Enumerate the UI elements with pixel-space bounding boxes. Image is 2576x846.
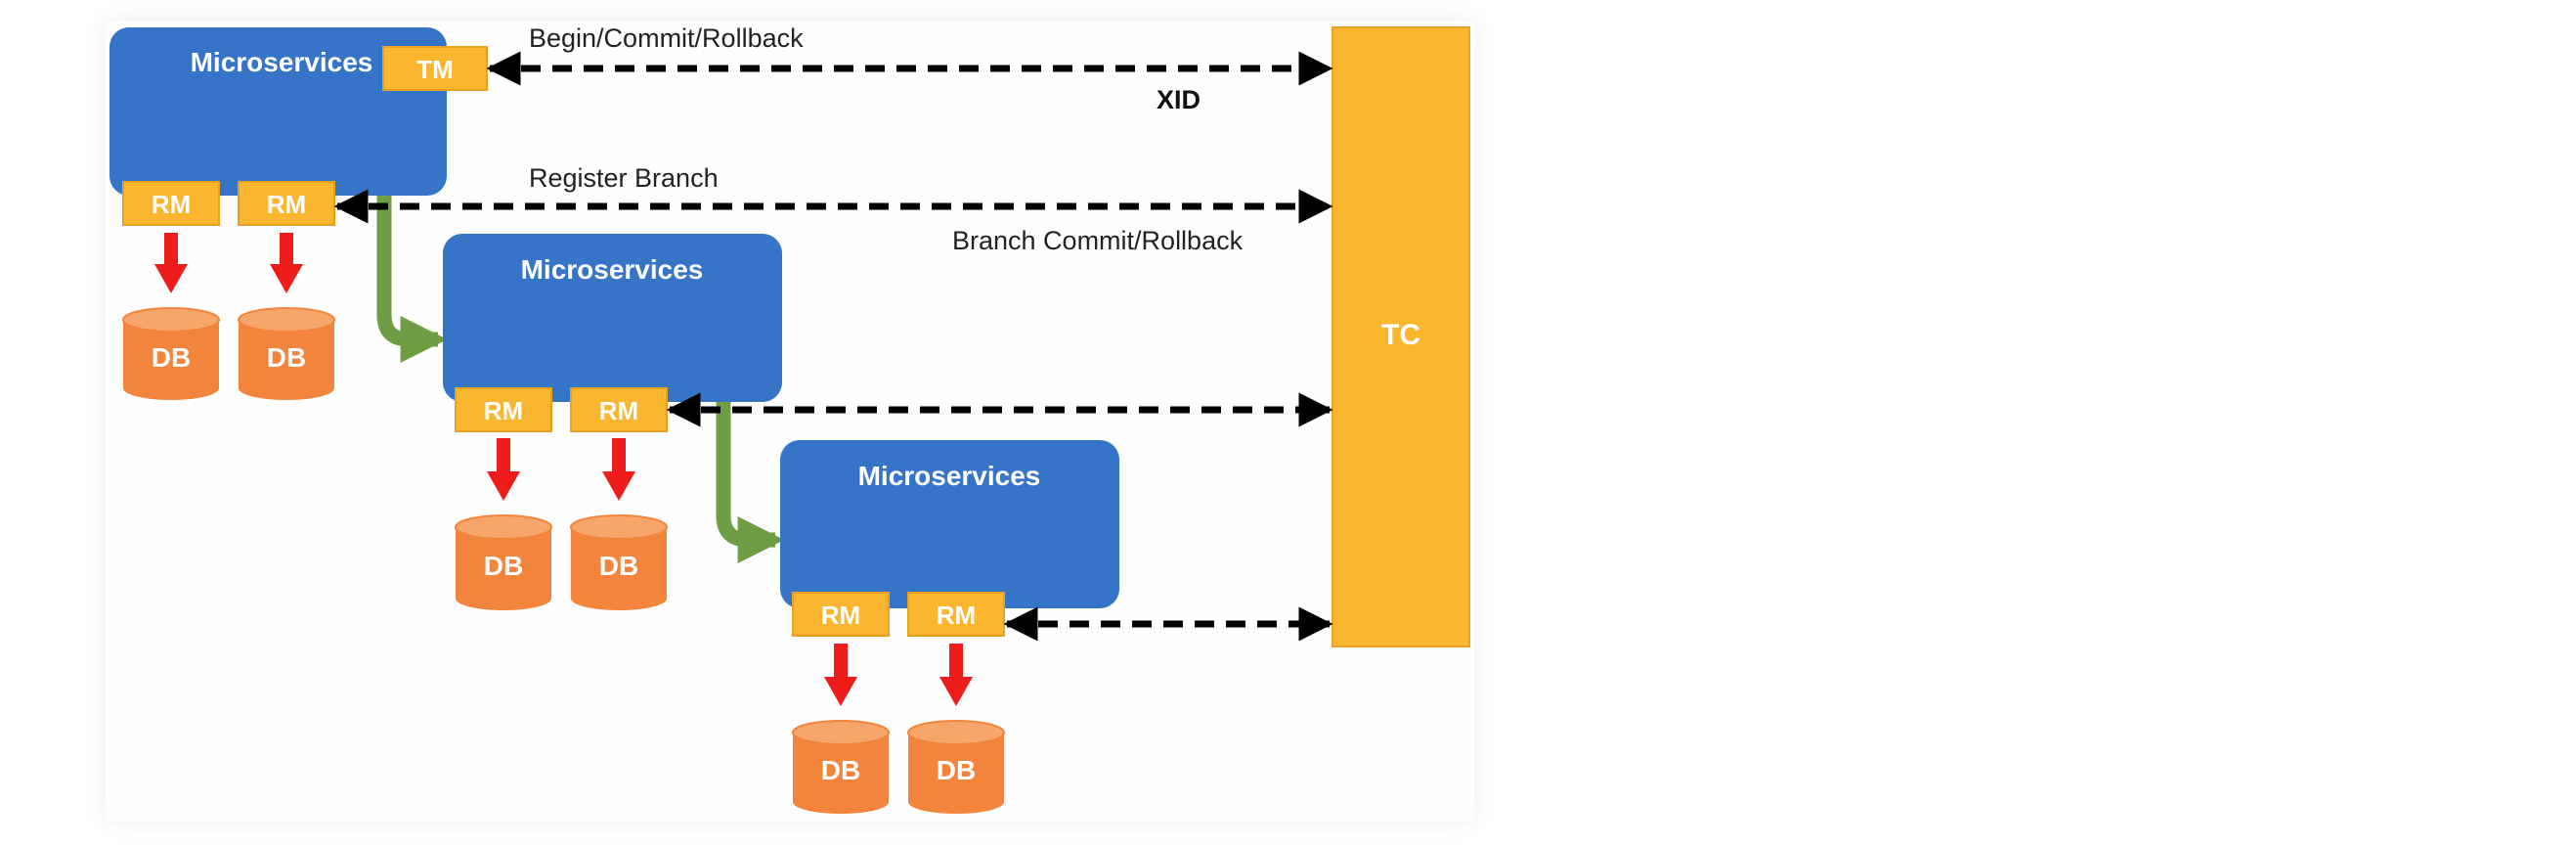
rm-box-3b xyxy=(907,592,1005,637)
db-cylinder-2b xyxy=(570,514,668,610)
red-arrow-3a xyxy=(824,644,857,706)
service-box-1 xyxy=(109,27,447,196)
db-cylinder-2a xyxy=(455,514,552,610)
rm-label-3b: RM xyxy=(937,601,976,630)
db-cylinder-3a xyxy=(792,720,890,814)
rm-label-2b: RM xyxy=(599,396,638,425)
rm-label-3a: RM xyxy=(821,601,860,630)
figure-panel: TC Microservices TM RM RM Microservices … xyxy=(106,22,1474,822)
flow-arrow-1 xyxy=(376,176,448,364)
begin-commit-rollback-label: Begin/Commit/Rollback xyxy=(529,23,804,53)
rm-label-2a: RM xyxy=(484,396,523,425)
tc-label: TC xyxy=(1381,319,1420,351)
rm-box-1b xyxy=(238,181,335,226)
register-branch-label: Register Branch xyxy=(529,163,719,193)
db-label-2a: DB xyxy=(484,551,523,581)
service-label-1: Microservices xyxy=(191,47,373,77)
tc-box xyxy=(1332,26,1470,647)
tm-label: TM xyxy=(416,55,454,84)
rm-box-1a xyxy=(122,181,220,226)
branch-commit-rollback-label: Branch Commit/Rollback xyxy=(952,226,1244,255)
db-label-3b: DB xyxy=(937,755,976,785)
flow-arrow-2 xyxy=(716,383,785,564)
service-box-3 xyxy=(780,440,1119,608)
db-cylinder-3b xyxy=(907,720,1005,814)
red-arrow-1b xyxy=(270,233,303,293)
distributed-transaction-diagram: TC Microservices TM RM RM Microservices … xyxy=(109,23,1470,814)
red-arrow-3b xyxy=(939,644,973,706)
db-label-3a: DB xyxy=(821,755,860,785)
db-label-1b: DB xyxy=(267,342,306,373)
rm-label-1a: RM xyxy=(152,190,191,219)
db-label-1a: DB xyxy=(152,342,191,373)
red-arrow-2b xyxy=(602,438,635,501)
rm-box-2a xyxy=(455,387,552,432)
rm-label-1b: RM xyxy=(267,190,306,219)
red-arrow-1a xyxy=(154,233,188,293)
tm-box xyxy=(382,46,488,91)
db-cylinder-1a xyxy=(122,307,220,400)
service-label-2: Microservices xyxy=(521,254,704,285)
service-box-2 xyxy=(443,234,782,402)
db-cylinder-1b xyxy=(238,307,335,400)
service-label-3: Microservices xyxy=(858,461,1041,491)
red-arrow-2a xyxy=(487,438,520,501)
rm-box-2b xyxy=(570,387,668,432)
rm-box-3a xyxy=(792,592,890,637)
xid-label: XID xyxy=(1157,85,1201,114)
db-label-2b: DB xyxy=(599,551,638,581)
